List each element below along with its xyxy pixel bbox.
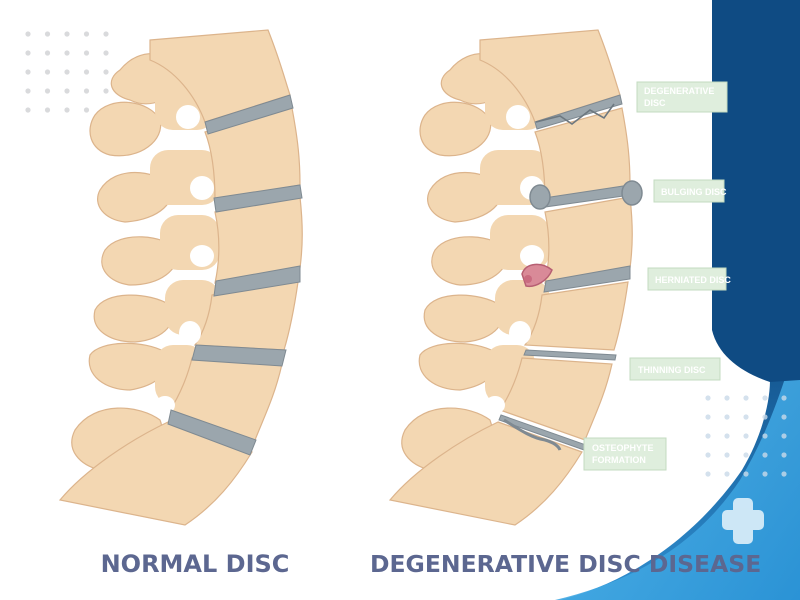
dot [25,88,31,94]
label-thinning-text: THINNING DISC [638,365,706,375]
foramen [520,245,544,267]
dot [25,107,31,113]
dot [781,452,787,458]
dot [103,69,109,75]
dot [705,452,711,458]
degenerative-disc-disease-caption: DEGENERATIVE DISC DISEASE [370,550,762,578]
dot [44,31,51,37]
osteophyte-mark [503,418,562,451]
dot [743,395,749,401]
intervertebral-disc [213,184,303,213]
label-degenerative-line2: DISC [644,98,666,108]
vertebra-process [423,294,504,343]
foramen [176,105,200,129]
label-osteophyte-line2: FORMATION [592,455,646,465]
foramen [509,321,531,345]
dot-grid-decoration-left [25,31,109,113]
dot [781,414,787,420]
dot [64,107,70,113]
label-herniated-text: HERNIATED DISC [655,275,731,285]
dot [743,452,749,458]
vertebral-body [523,281,629,351]
disease-marks [503,103,643,451]
medical-cross-icon [722,498,764,544]
label-bulging-text: BULGING DISC [661,187,727,197]
normal-disc-caption: NORMAL DISC [100,550,290,578]
dot [83,88,90,94]
intervertebral-disc [191,344,287,367]
label-degenerative-line1: DEGENERATIVE [644,86,714,96]
dot [103,88,109,94]
dot [762,433,768,439]
dot [743,471,749,477]
dot [781,471,787,477]
dot [103,31,109,37]
dot [83,107,90,113]
foramen [155,396,175,414]
dot [762,471,768,477]
dot [44,88,51,94]
dot [44,50,51,56]
dot [25,50,31,56]
dot [705,414,711,420]
dot [44,107,51,113]
intervertebral-disc [167,409,257,456]
degenerative-crack-mark [535,103,615,125]
intervertebral-disc [523,349,617,361]
foramen [506,105,530,129]
vertebra-process [431,236,509,286]
dot [724,433,730,439]
foramen [179,321,201,345]
label-osteophyte-formation: OSTEOPHYTE FORMATION [583,437,667,471]
dot [724,395,730,401]
dot [781,395,787,401]
dot [705,395,711,401]
foramen [190,245,214,267]
label-degenerative-disc: DEGENERATIVE DISC [636,81,728,113]
vertebra-process [93,294,174,343]
vertebral-body [58,421,253,526]
intervertebral-disc [213,265,301,297]
intervertebral-disc [534,94,623,130]
vertebral-body [388,421,583,526]
dot [83,50,90,56]
dot [724,452,730,458]
foramen [190,176,214,200]
dot [64,69,70,75]
dot [743,433,749,439]
vertebra-process [101,236,179,286]
dot [762,395,768,401]
intervertebral-disc [543,265,631,293]
dot [724,471,730,477]
dot [103,50,109,56]
dot-grid-decoration-right [705,395,787,477]
dot [762,414,768,420]
vertebra-process [419,101,492,157]
label-herniated-disc: HERNIATED DISC [647,267,731,291]
bulge-left-mark [529,184,551,210]
bulge-right-mark [621,180,643,206]
dot [25,69,31,75]
dot [64,50,70,56]
dot [44,69,51,75]
dot [781,433,787,439]
foramen [485,396,505,414]
vertebra-process [89,101,162,157]
dot [743,414,749,420]
dot [705,433,711,439]
intervertebral-disc [204,94,294,135]
dot [705,471,711,477]
label-osteophyte-line1: OSTEOPHYTE [592,443,654,453]
dot [64,88,70,94]
dot [762,452,768,458]
dot [25,31,31,37]
label-thinning-disc: THINNING DISC [629,357,721,381]
normal-spine-illustration [58,29,303,526]
label-bulging-disc: BULGING DISC [653,179,727,203]
dot [64,31,70,37]
dot [724,414,730,420]
dot [83,69,90,75]
dot [83,31,90,37]
